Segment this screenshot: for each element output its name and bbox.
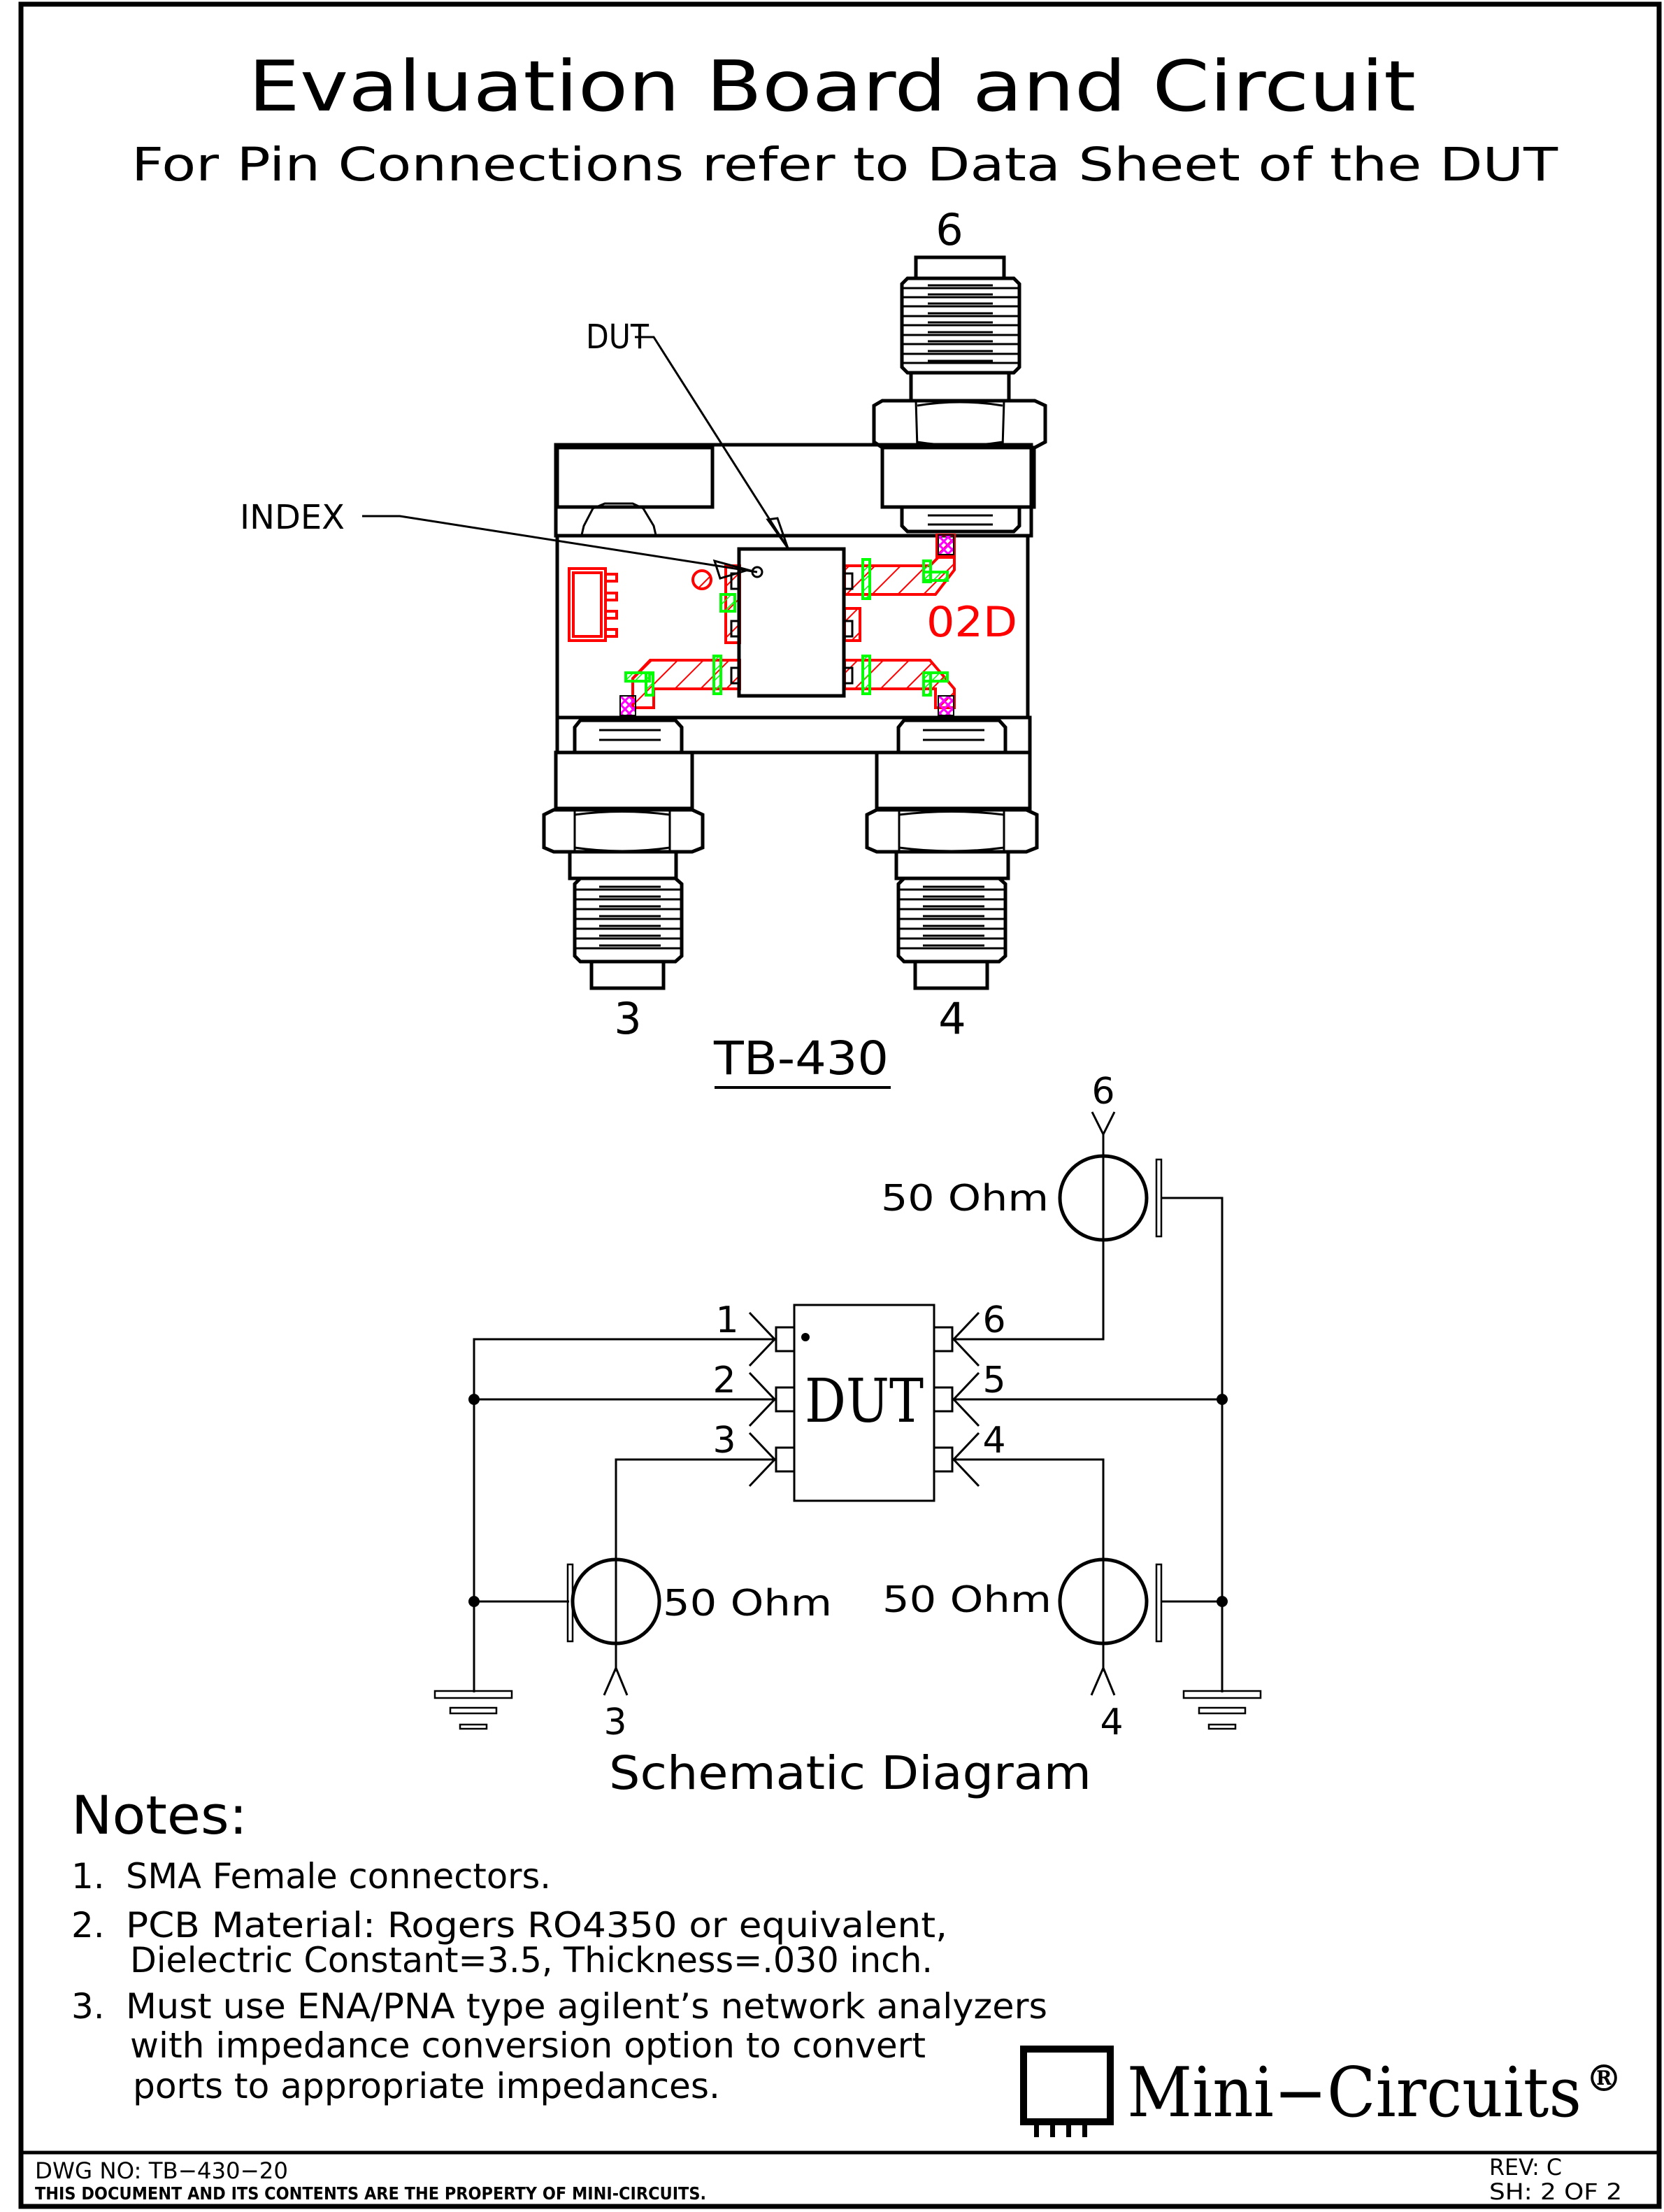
note-3-line-3: ports to appropriate impedances. bbox=[133, 2066, 720, 2106]
pin-number-6: 6 bbox=[982, 1299, 1005, 1341]
port-label-3: 3 bbox=[614, 993, 641, 1044]
property-notice: THIS DOCUMENT AND ITS CONTENTS ARE THE P… bbox=[35, 2183, 706, 2204]
note-3-number: 3. bbox=[71, 1986, 105, 2027]
pin-number-5: 5 bbox=[982, 1360, 1005, 1401]
coax-port-3: 3 50 Ohm bbox=[566, 1557, 832, 1743]
port-6-impedance: 50 Ohm bbox=[881, 1178, 1049, 1220]
junction-dot bbox=[1217, 1394, 1228, 1405]
revision: REV: C bbox=[1489, 2154, 1562, 2181]
title-block: DWG NO: TB−430−20 THIS DOCUMENT AND ITS … bbox=[35, 2154, 1622, 2205]
schematic-dut-label: DUT bbox=[805, 1367, 924, 1436]
note-1-number: 1. bbox=[71, 1856, 105, 1897]
junction-dot bbox=[468, 1596, 480, 1607]
port-label-4: 4 bbox=[938, 993, 966, 1044]
pin-number-2: 2 bbox=[712, 1360, 736, 1401]
pin1-dot bbox=[801, 1333, 810, 1341]
ground-symbol bbox=[1182, 1690, 1262, 1730]
schematic-diagram: DUT 1 2 3 6 5 4 bbox=[433, 1071, 1262, 1800]
sma-connector-port-6: 6 bbox=[872, 204, 1047, 534]
drawing-number: DWG NO: TB−430−20 bbox=[35, 2157, 288, 2184]
page-subtitle: For Pin Connections refer to Data Sheet … bbox=[131, 138, 1558, 192]
pin-number-4: 4 bbox=[982, 1420, 1005, 1462]
mini-circuits-logo: Mini−Circuits ® bbox=[1020, 2046, 1622, 2137]
pin-number-3: 3 bbox=[712, 1420, 736, 1462]
evaluation-board-drawing: 6 bbox=[240, 204, 1047, 1089]
port-3-number: 3 bbox=[603, 1701, 626, 1743]
sma-connector-port-3: 3 bbox=[542, 718, 705, 1044]
ground-symbol bbox=[433, 1690, 513, 1730]
registered-mark: ® bbox=[1586, 2057, 1622, 2100]
vias bbox=[619, 534, 954, 716]
junction-dot bbox=[468, 1394, 480, 1405]
callout-index-label: INDEX bbox=[240, 498, 345, 537]
solder-mask bbox=[624, 558, 949, 697]
logo-text: Mini−Circuits bbox=[1127, 2053, 1581, 2133]
port-4-number: 4 bbox=[1100, 1701, 1123, 1743]
schematic-wires bbox=[473, 1197, 1224, 1692]
pin-number-1: 1 bbox=[715, 1299, 738, 1341]
board-top-block bbox=[554, 443, 1033, 538]
note-2-line-2: Dielectric Constant=3.5, Thickness=.030 … bbox=[130, 1940, 933, 1981]
coax-port-4: 4 50 Ohm bbox=[882, 1557, 1163, 1743]
board-name: TB-430 bbox=[713, 1032, 889, 1085]
sheet-border bbox=[18, 1, 1662, 2209]
junction-dot bbox=[1217, 1596, 1228, 1607]
port-4-impedance: 50 Ohm bbox=[882, 1579, 1052, 1621]
note-2-number: 2. bbox=[71, 1905, 105, 1946]
notes-heading: Notes: bbox=[71, 1784, 248, 1846]
notes-section: Notes: 1. SMA Female connectors. 2. PCB … bbox=[71, 1784, 1047, 2106]
schematic-title: Schematic Diagram bbox=[609, 1746, 1091, 1800]
board-marking: 02D bbox=[926, 598, 1017, 647]
ic-package-icon bbox=[1020, 2046, 1114, 2137]
port-6-number: 6 bbox=[1091, 1071, 1114, 1113]
port-label-6: 6 bbox=[935, 204, 963, 255]
note-2-line-1: PCB Material: Rogers RO4350 or equivalen… bbox=[126, 1905, 947, 1946]
sma-connector-port-4: 4 bbox=[865, 718, 1039, 1044]
note-3-line-1: Must use ENA/PNA type agilent’s network … bbox=[126, 1986, 1047, 2027]
page-title: Evaluation Board and Circuit bbox=[248, 45, 1416, 127]
sheet-number: SH: 2 OF 2 bbox=[1489, 2178, 1622, 2205]
note-1-line-1: SMA Female connectors. bbox=[126, 1856, 551, 1897]
port-3-impedance: 50 Ohm bbox=[663, 1583, 832, 1625]
coax-port-6: 6 50 Ohm bbox=[881, 1071, 1163, 1242]
note-3-line-2: with impedance conversion option to conv… bbox=[130, 2025, 926, 2066]
